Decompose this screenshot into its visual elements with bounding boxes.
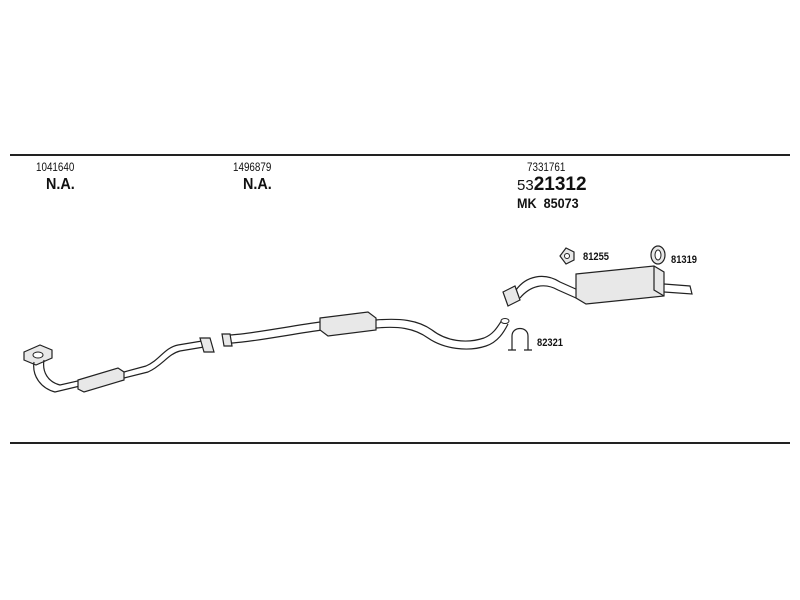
rear-silencer-drawing xyxy=(502,265,693,307)
hanger-a-icon xyxy=(559,247,575,265)
top-divider xyxy=(10,154,790,156)
hanger-a-label: 81255 xyxy=(583,251,610,263)
hanger-b-label: 81319 xyxy=(671,254,698,266)
hanger-b-icon xyxy=(650,245,666,265)
mk-label: MK xyxy=(517,195,537,211)
rear-silencer-code-prefix: 53 xyxy=(517,177,534,194)
clamp-label: 82321 xyxy=(537,337,564,349)
mk-number: 85073 xyxy=(543,195,579,211)
center-pipe-status: N.A. xyxy=(243,176,272,193)
center-pipe-drawing xyxy=(221,311,510,350)
rear-silencer-part-number: 7331761 xyxy=(527,160,566,174)
front-pipe-status: N.A. xyxy=(46,176,75,193)
front-pipe-part-number: 1041640 xyxy=(36,160,75,174)
center-pipe-part-number: 1496879 xyxy=(233,160,272,174)
bottom-divider xyxy=(10,442,790,444)
front-pipe-drawing xyxy=(23,337,215,393)
rear-silencer-mk-code: MK 85073 xyxy=(517,195,579,211)
rear-silencer-code: 5321312 xyxy=(517,174,587,196)
rear-silencer-code-main: 21312 xyxy=(533,174,587,195)
clamp-icon xyxy=(508,327,532,351)
